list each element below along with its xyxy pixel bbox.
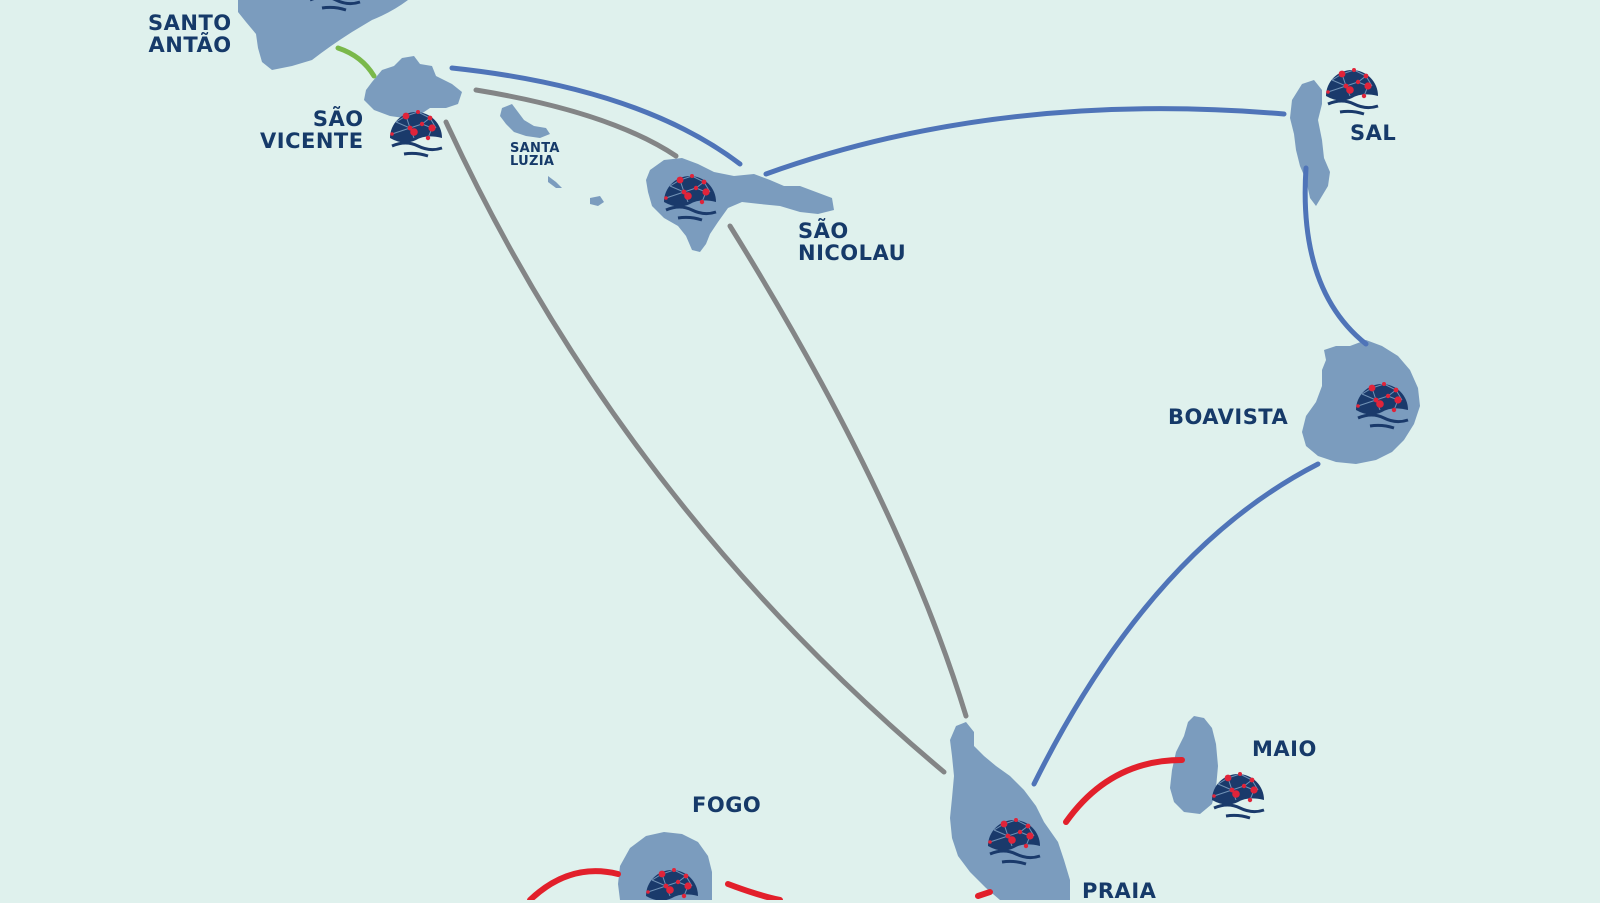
label-sao-vicente: SÃO VICENTE (260, 108, 364, 152)
route-sao-nicolau-sal[interactable] (763, 106, 1287, 177)
route-boavista-praia[interactable] (1031, 461, 1321, 787)
port-logo-icon-sal[interactable] (1324, 66, 1380, 116)
label-fogo: FOGO (692, 794, 761, 816)
label-santo-antao: SANTO ANTÃO (148, 12, 232, 56)
label-line: ANTÃO (148, 33, 232, 58)
route-sao-vicente-praia[interactable] (443, 119, 947, 775)
label-santa-luzia: SANTA LUZIA (510, 142, 560, 168)
port-logo-icon-maio[interactable] (1210, 770, 1266, 820)
label-maio: MAIO (1252, 738, 1317, 760)
island-santiago (950, 722, 1070, 900)
route-sao-nicolau-praia[interactable] (727, 223, 969, 719)
label-line: FOGO (692, 793, 762, 817)
label-line: NICOLAU (798, 241, 907, 266)
label-line: SANTA (510, 141, 560, 156)
label-line: SÃO (312, 107, 364, 131)
island-maio (1170, 716, 1218, 814)
islet-raso (590, 196, 604, 206)
label-line: LUZIA (510, 154, 555, 169)
label-line: PRAIA (1082, 879, 1157, 903)
route-praia-fogo-end[interactable] (975, 889, 993, 899)
route-santo-antao-sao-vicente[interactable] (335, 45, 377, 79)
route-sao-vicente-sao-nicolau-gray[interactable] (473, 87, 679, 159)
label-sao-nicolau: SÃO NICOLAU (798, 220, 906, 264)
label-boavista: BOAVISTA (1168, 406, 1288, 428)
island-santa-luzia (500, 104, 550, 138)
island-santo-antao (238, 0, 408, 70)
label-praia: PRAIA (1082, 880, 1156, 902)
route-fogo-brava[interactable] (527, 868, 621, 900)
label-line: SAL (1350, 121, 1397, 145)
route-fogo-praia[interactable] (725, 881, 783, 900)
island-sao-vicente (364, 56, 462, 118)
route-sao-vicente-sao-nicolau-blue[interactable] (449, 65, 743, 167)
label-sal: SAL (1350, 122, 1396, 144)
island-sal (1290, 80, 1330, 206)
route-praia-maio[interactable] (1063, 757, 1185, 825)
label-line: VICENTE (260, 129, 364, 154)
label-line: BOAVISTA (1168, 405, 1289, 429)
route-sal-boavista[interactable] (1302, 165, 1369, 347)
label-line: SANTO (148, 11, 232, 35)
label-line: SÃO (798, 219, 849, 243)
ferry-routes (335, 45, 1369, 900)
islands (238, 0, 1420, 900)
label-line: MAIO (1252, 737, 1317, 761)
islet-branco (548, 176, 562, 188)
